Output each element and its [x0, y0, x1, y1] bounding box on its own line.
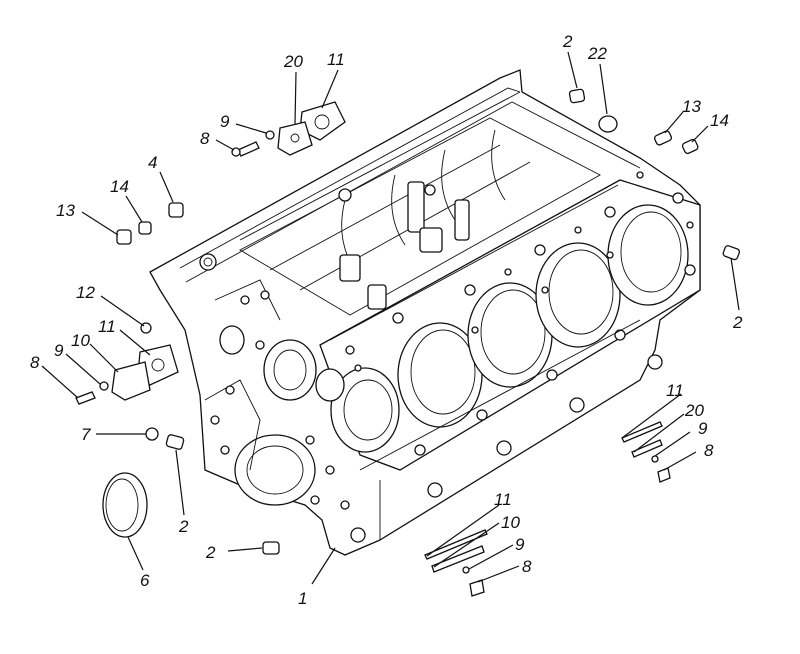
callout-2-right: 2 [732, 313, 743, 332]
gasket-11-bottom [424, 529, 488, 560]
cover-20-top [277, 121, 313, 156]
callout-9-left: 9 [54, 341, 64, 360]
bolt-holes [375, 171, 696, 456]
callout-20-top: 20 [283, 52, 303, 71]
loose-parts [75, 88, 741, 597]
plug-4 [168, 202, 184, 218]
callout-13-right: 13 [682, 97, 701, 116]
callout-8-bottom: 8 [522, 557, 532, 576]
fitting-13-left [116, 229, 132, 245]
callout-9-top: 9 [220, 112, 230, 131]
plug-14-right [681, 138, 699, 155]
plug-22 [598, 115, 618, 133]
bolt-8-bottom [469, 579, 485, 597]
callout-6: 6 [140, 571, 150, 590]
callout-8-mid: 8 [704, 441, 714, 460]
callout-11-top: 11 [327, 50, 345, 69]
callout-10-bottom: 10 [501, 513, 520, 532]
callout-2-bottom: 2 [205, 543, 216, 562]
fitting-13-right [653, 130, 673, 146]
bolt-8-top [237, 141, 260, 157]
gasket-11-mid [621, 421, 663, 443]
plug-14-left [138, 221, 152, 235]
plug-2-lower [165, 434, 185, 450]
callout-22: 22 [587, 44, 607, 63]
callout-7: 7 [81, 425, 91, 444]
callout-8-top: 8 [200, 129, 210, 148]
plug-2-bottom [262, 541, 280, 555]
callout-14-left: 14 [110, 177, 129, 196]
callout-9-bottom: 9 [515, 535, 525, 554]
bolt-8-mid [657, 467, 671, 483]
cover-20-mid [631, 439, 663, 458]
callout-12: 12 [76, 283, 95, 302]
bolt-8-left [75, 391, 96, 405]
cover-10-left [111, 361, 151, 401]
callout-20-mid: 20 [684, 401, 704, 420]
plug-7 [145, 427, 159, 441]
callout-2-lower: 2 [178, 517, 189, 536]
callout-11-bottom: 11 [494, 490, 512, 509]
callout-2-top: 2 [562, 32, 573, 51]
callout-14-right: 14 [710, 111, 729, 130]
callout-11-left: 11 [98, 317, 116, 336]
callout-11-mid: 11 [666, 381, 684, 400]
callout-4: 4 [148, 153, 157, 172]
cylinder-bores [397, 204, 689, 428]
cylinder-block [149, 69, 701, 556]
callout-9-mid: 9 [698, 419, 708, 438]
callout-13-left: 13 [56, 201, 75, 220]
callout-10-left: 10 [71, 331, 90, 350]
plug-2-right [722, 245, 741, 261]
plug-2-top [568, 88, 586, 104]
callout-1: 1 [298, 589, 307, 608]
washer-9-top [265, 130, 275, 140]
leader-lines [41, 51, 740, 585]
callout-8-left: 8 [30, 353, 40, 372]
washer-9-left [99, 381, 109, 391]
washer-9-bottom [462, 566, 470, 574]
cover-10-bottom [431, 545, 485, 573]
washer-9-mid [651, 455, 659, 463]
cover-6 [102, 472, 148, 538]
callout-labels: 2 22 20 11 9 8 13 14 4 14 13 2 12 11 10 … [30, 32, 743, 608]
